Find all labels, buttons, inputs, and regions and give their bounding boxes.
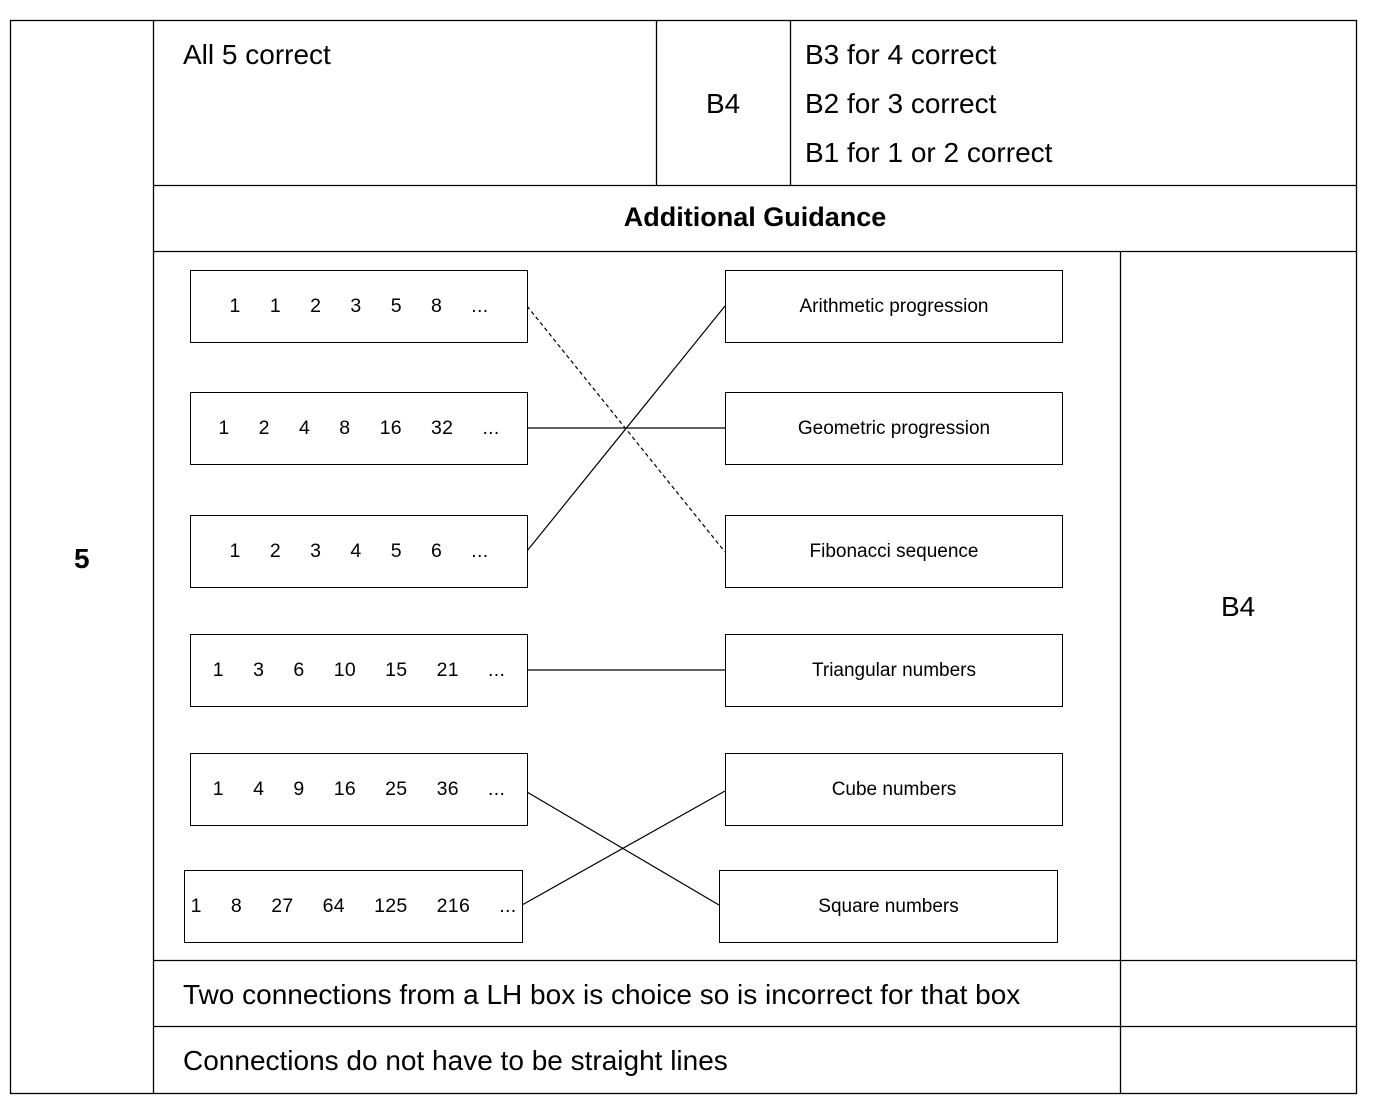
sequence-name-label: Triangular numbers xyxy=(811,659,977,681)
question-number: 5 xyxy=(74,543,90,574)
sequence-name-box: Fibonacci sequence xyxy=(725,515,1063,588)
guidance-heading: Additional Guidance xyxy=(623,202,887,232)
sequence-label: 1 4 9 16 25 36 ... xyxy=(212,778,506,800)
partial-mark-1: B3 for 4 correct xyxy=(805,39,997,70)
guidance-mark: B4 xyxy=(1221,591,1256,622)
sequence-name-box: Square numbers xyxy=(719,870,1058,943)
guidance-note: Connections do not have to be straight l… xyxy=(183,1045,728,1076)
sequence-box: 1 4 9 16 25 36 ... xyxy=(190,753,528,826)
partial-mark-2: B2 for 3 correct xyxy=(805,88,997,119)
connection-line xyxy=(526,305,726,552)
sequence-box: 1 1 2 3 5 8 ... xyxy=(190,270,528,343)
sequence-label: 1 2 4 8 16 32 ... xyxy=(218,417,500,439)
partial-mark-3: B1 for 1 or 2 correct xyxy=(805,137,1053,168)
answer-mark: B4 xyxy=(706,88,741,119)
sequence-name-label: Fibonacci sequence xyxy=(809,540,979,562)
sequence-box: 1 2 3 4 5 6 ... xyxy=(190,515,528,588)
sequence-label: 1 2 3 4 5 6 ... xyxy=(229,540,489,562)
sequence-name-label: Geometric progression xyxy=(797,417,991,439)
connection-line xyxy=(521,790,726,906)
sequence-name-label: Cube numbers xyxy=(831,778,957,800)
sequence-label: 1 3 6 10 15 21 ... xyxy=(212,659,506,681)
sequence-name-box: Arithmetic progression xyxy=(725,270,1063,343)
sequence-label: 1 8 27 64 125 216 ... xyxy=(190,895,517,917)
guidance-note: Two connections from a LH box is choice … xyxy=(183,979,1021,1010)
sequence-name-box: Cube numbers xyxy=(725,753,1063,826)
sequence-label: 1 1 2 3 5 8 ... xyxy=(229,295,489,317)
sequence-box: 1 3 6 10 15 21 ... xyxy=(190,634,528,707)
sequence-name-box: Geometric progression xyxy=(725,392,1063,465)
sequence-name-label: Square numbers xyxy=(818,895,959,917)
sequence-name-label: Arithmetic progression xyxy=(799,295,989,317)
sequence-box: 1 8 27 64 125 216 ... xyxy=(184,870,523,943)
answer-text: All 5 correct xyxy=(183,39,331,70)
sequence-name-box: Triangular numbers xyxy=(725,634,1063,707)
sequence-box: 1 2 4 8 16 32 ... xyxy=(190,392,528,465)
